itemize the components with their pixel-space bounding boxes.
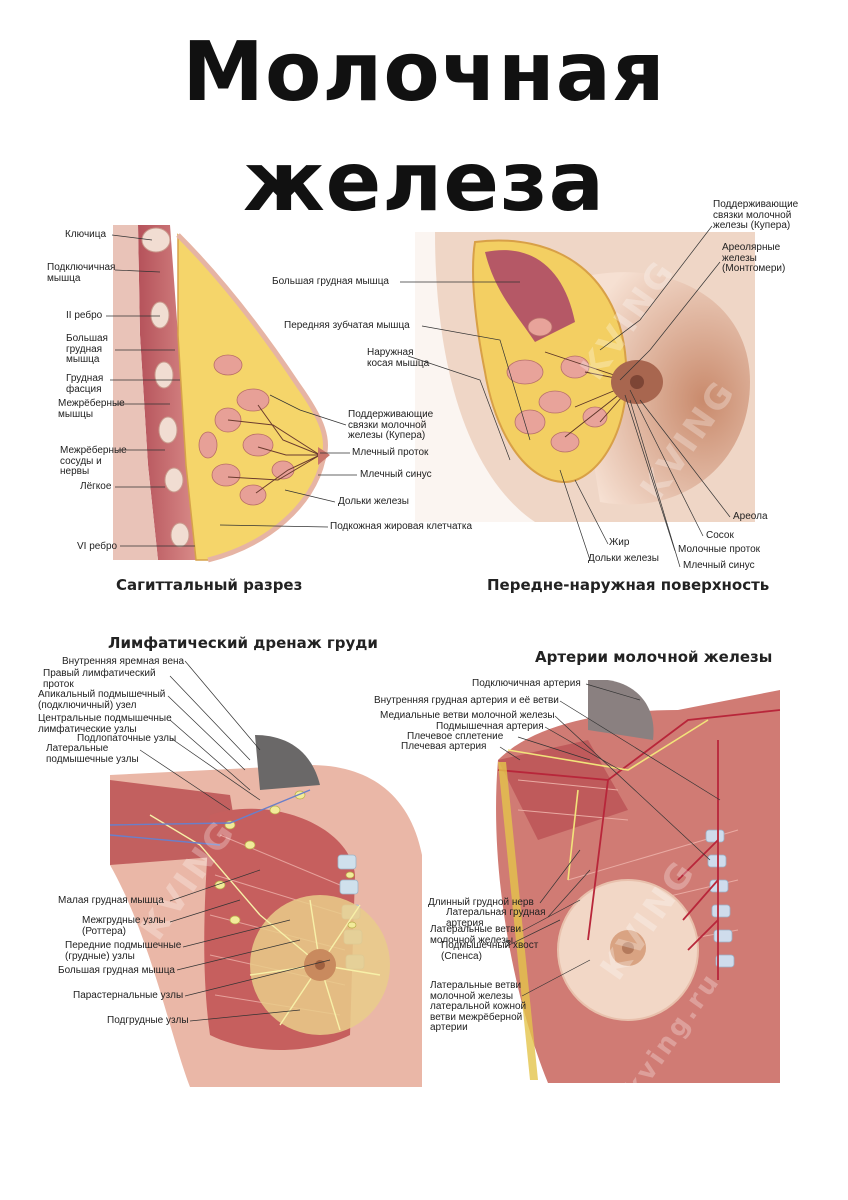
label-external-oblique: Наружная косая мышца — [367, 347, 430, 369]
label-clavicle: Ключица — [65, 229, 107, 240]
label-lateral-cutaneous: Латеральные ветви молочной железы латера… — [430, 980, 527, 1033]
label-milk-sinus-1: Млечный синус — [360, 469, 432, 480]
label-axillary-artery: Подмышечная артерия — [436, 721, 544, 732]
label-cooper-ligaments-2: Поддерживающие связки молочной железы (К… — [713, 199, 799, 231]
label-internal-thoracic: Внутренняя грудная артерия и её ветви — [374, 695, 559, 706]
caption-lymph: Лимфатический дренаж груди — [108, 634, 378, 652]
label-subscapular-nodes: Подлопаточные узлы — [77, 733, 177, 744]
label-subpectoral-nodes: Подгрудные узлы — [107, 1015, 189, 1026]
label-pectoralis-major-3: Большая грудная мышца — [58, 965, 175, 976]
label-long-thoracic-nerve: Длинный грудной нерв — [428, 897, 534, 908]
label-milk-duct-1: Млечный проток — [352, 447, 429, 458]
label-brachial-plexus: Плечевое сплетение — [407, 731, 504, 742]
label-fat: Жир — [609, 537, 630, 548]
caption-anterior: Передне-наружная поверхность — [487, 576, 770, 594]
label-lobules-2: Дольки железы — [588, 553, 659, 564]
label-pectoralis-major-2: Большая грудная мышца — [272, 276, 389, 287]
label-cooper-ligaments-1: Поддерживающие связки молочной железы (К… — [348, 409, 434, 441]
caption-arteries: Артерии молочной железы — [535, 648, 773, 666]
label-apical-node: Апикальный подмышечный (подключичный) уз… — [38, 689, 166, 711]
sagittal-illustration — [113, 225, 330, 563]
label-lobules-1: Дольки железы — [338, 496, 409, 507]
label-rib-2: II ребро — [66, 310, 103, 321]
label-subclavian-artery: Подключичная артерия — [472, 678, 581, 689]
label-pectoralis-major: Большая грудная мышца — [66, 333, 108, 365]
caption-sagittal: Сагиттальный разрез — [116, 576, 303, 594]
anterior-illustration — [415, 232, 755, 522]
label-internal-jugular: Внутренняя яремная вена — [62, 656, 185, 667]
label-subcutaneous-fat: Подкожная жировая клетчатка — [330, 521, 473, 532]
label-milk-ducts-2: Молочные проток — [678, 544, 761, 555]
label-parasternal-nodes: Парастернальные узлы — [73, 990, 184, 1001]
label-rotter-nodes: Межгрудные узлы (Роттера) — [82, 915, 166, 937]
label-central-nodes: Центральные подмышечные лимфатические уз… — [38, 713, 172, 735]
label-nipple: Сосок — [706, 530, 734, 541]
label-lateral-branches: Латеральные ветви молочной железы — [430, 924, 522, 946]
label-medial-branches: Медиальные ветви молочной железы — [380, 710, 555, 721]
label-axillary-tail: Подмышечный хвост (Спенса) — [441, 940, 539, 962]
page-title: Молочная железа — [182, 25, 666, 230]
label-serratus-anterior: Передняя зубчатая мышца — [284, 320, 410, 331]
label-right-lymph-duct: Правый лимфатический проток — [43, 668, 156, 690]
label-brachial-artery: Плечевая артерия — [401, 741, 487, 752]
label-montgomery-glands: Ареолярные железы (Монтгомери) — [722, 242, 786, 274]
label-pectoral-fascia: Грудная фасция — [66, 373, 104, 395]
label-intercostal-muscles: Межрёберные мышцы — [58, 398, 125, 420]
label-lung: Лёгкое — [80, 481, 112, 492]
label-subclavius: Подключичная мышца — [47, 262, 116, 284]
label-intercostal-vessels: Межрёберные сосуды и нервы — [60, 445, 127, 477]
label-areola: Ареола — [733, 511, 768, 522]
label-lateral-thoracic: Латеральная грудная артерия — [446, 907, 546, 929]
label-pectoralis-minor: Малая грудная мышца — [58, 895, 164, 906]
label-milk-sinus-2: Млечный синус — [683, 560, 755, 571]
label-rib-6: VI ребро — [77, 541, 118, 552]
label-lateral-nodes: Латеральные подмышечные узлы — [46, 743, 139, 765]
label-anterior-axillary: Передние подмышечные (грудные) узлы — [65, 940, 182, 962]
